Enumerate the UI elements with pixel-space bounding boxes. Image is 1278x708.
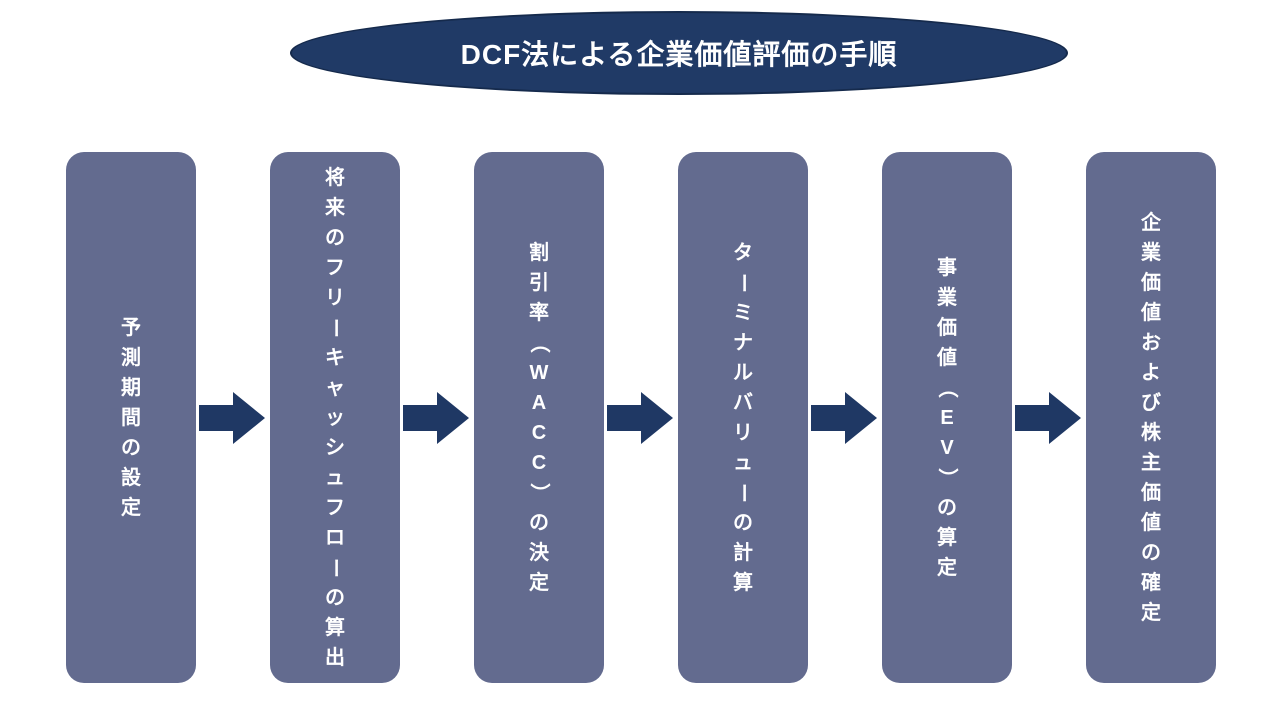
arrow-right-icon — [1015, 391, 1081, 444]
arrow-right-icon — [811, 391, 877, 444]
diagram-title: DCF法による企業価値評価の手順 — [460, 39, 898, 70]
step-box-terminal-value: ターミナルバリューの計算 — [678, 152, 808, 683]
arrow-right-icon — [199, 391, 265, 444]
step-label: ターミナルバリューの計算 — [732, 241, 754, 594]
arrow-right-icon — [403, 391, 469, 444]
step-box-free-cash-flow: 将来のフリーキャッシュフローの算出 — [270, 152, 400, 683]
arrow-right-icon — [607, 391, 673, 444]
step-label: 将来のフリーキャッシュフローの算出 — [324, 166, 346, 669]
step-label: 予測期間の設定 — [121, 316, 141, 519]
step-box-forecast-period: 予測期間の設定 — [66, 152, 196, 683]
title-ellipse: DCF法による企業価値評価の手順 — [290, 11, 1068, 95]
step-box-corporate-shareholder-value: 企業価値および株主価値の確定 — [1086, 152, 1216, 683]
step-label: 企業価値および株主価値の確定 — [1141, 211, 1161, 624]
